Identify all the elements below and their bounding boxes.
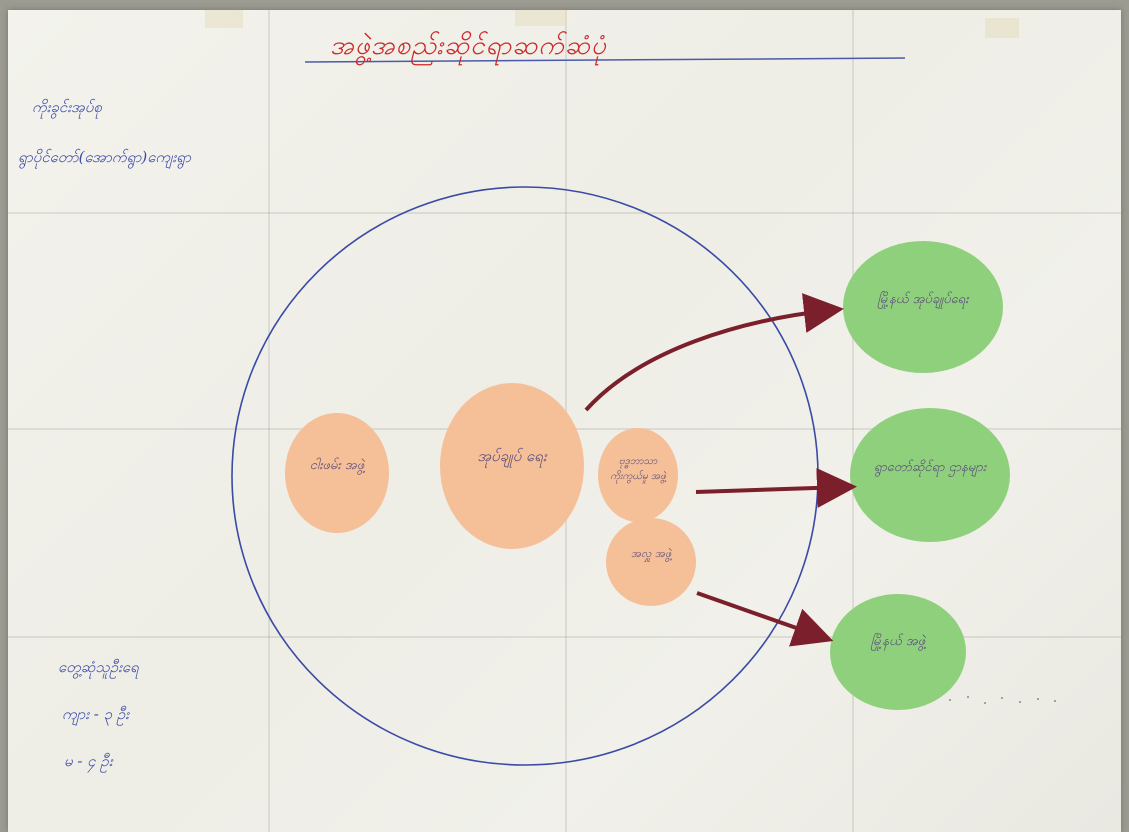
tape-strip [205,10,243,28]
village-departments-circle [850,408,1010,542]
tape-strip [985,18,1019,38]
pencil-dots [949,696,1056,704]
arrow-to-village-departments [695,467,857,508]
religious-group-label: ဗုဒ္ဓဘာသာ ကိုးကွယ်မှု အဖွဲ့ [610,456,666,482]
fold-line [268,10,270,832]
fold-line [8,212,1121,214]
fishing-group-circle [285,413,389,533]
religious-group-circle [598,428,678,522]
administration-circle [440,383,584,549]
township-admin-label: မြို့နယ် အုပ်ချုပ်ရေး [877,292,969,307]
tape-strip [515,10,567,26]
township-group-circle [830,594,966,710]
donation-group-label: အလှူ အဖွဲ့ [630,547,672,560]
village-departments-label: ရွာတော်ဆိုင်ရာ ဌာနများ [873,460,986,475]
fold-line [852,10,854,832]
township-admin-circle [843,241,1003,373]
participants-female: မ - ၄ ဦး [64,752,113,770]
title-underline [304,57,906,63]
administration-label: အုပ်ချုပ် ရေး [477,447,547,465]
fold-line [8,636,1121,638]
fishing-group-label: ငါးဖမ်း အဖွဲ့ [309,458,365,473]
township-group-label: မြို့နယ် အဖွဲ့ [870,634,926,649]
participants-heading: တွေ့ဆုံသူဦးရေ [58,658,139,676]
village-name-note: ရွာပိုင်တော်(အောက်ရွာ)ကျေးရွာ [18,148,192,166]
donation-group-circle [606,518,696,606]
arrow-to-township-group [696,591,834,647]
arrow-to-township-admin [584,293,844,412]
village-tract-note: ကိုးခွင်းအုပ်စု [32,98,102,116]
participants-male: ကျား - ၃ ဦး [62,705,129,723]
diagram-title: အဖွဲ့အစည်းဆိုင်ရာဆက်ဆံပုံ [330,31,607,61]
